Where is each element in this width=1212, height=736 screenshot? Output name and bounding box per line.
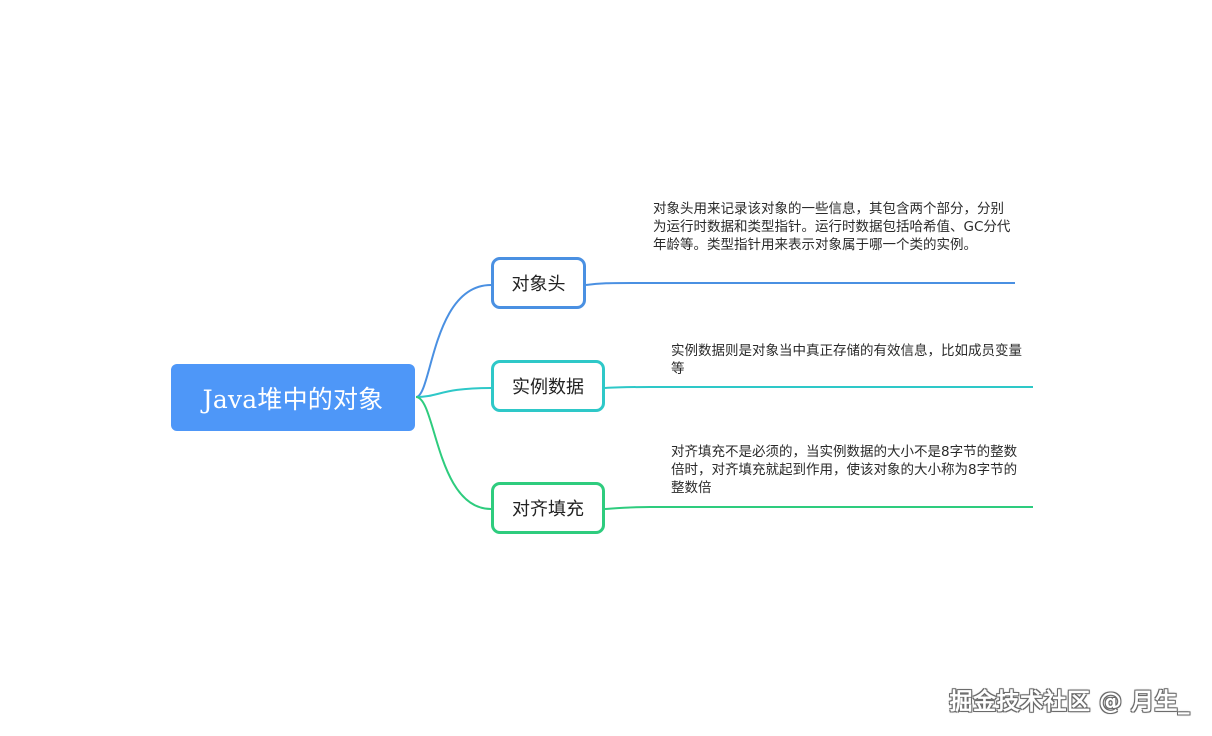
branch-node-instance-data[interactable]: 实例数据 <box>491 360 605 412</box>
root-node-label: Java堆中的对象 <box>202 384 384 414</box>
branch-node-label: 对象头 <box>511 274 566 295</box>
connector-root-to-padding <box>415 396 492 510</box>
watermark: 掘金技术社区 @ 月生_ <box>949 689 1190 715</box>
root-node[interactable]: Java堆中的对象 <box>171 364 415 431</box>
branch-node-padding[interactable]: 对齐填充 <box>491 482 605 534</box>
connector-root-to-instance <box>415 387 492 398</box>
underline-instance-note <box>604 386 1033 389</box>
underline-header-note <box>585 282 1015 286</box>
branch-node-label: 实例数据 <box>512 377 584 398</box>
branch-note-instance-data: 实例数据则是对象当中真正存储的有效信息，比如成员变量等 <box>671 343 1022 377</box>
underline-padding-note <box>604 506 1033 510</box>
branch-node-label: 对齐填充 <box>512 499 584 520</box>
branch-node-object-header[interactable]: 对象头 <box>491 257 586 309</box>
connector-root-to-header <box>415 284 492 398</box>
branch-note-object-header: 对象头用来记录该对象的一些信息，其包含两个部分，分别为运行时数据和类型指针。运行… <box>653 201 1011 253</box>
branch-note-padding: 对齐填充不是必须的，当实例数据的大小不是8字节的整数倍时，对齐填充就起到作用，使… <box>671 444 1018 496</box>
